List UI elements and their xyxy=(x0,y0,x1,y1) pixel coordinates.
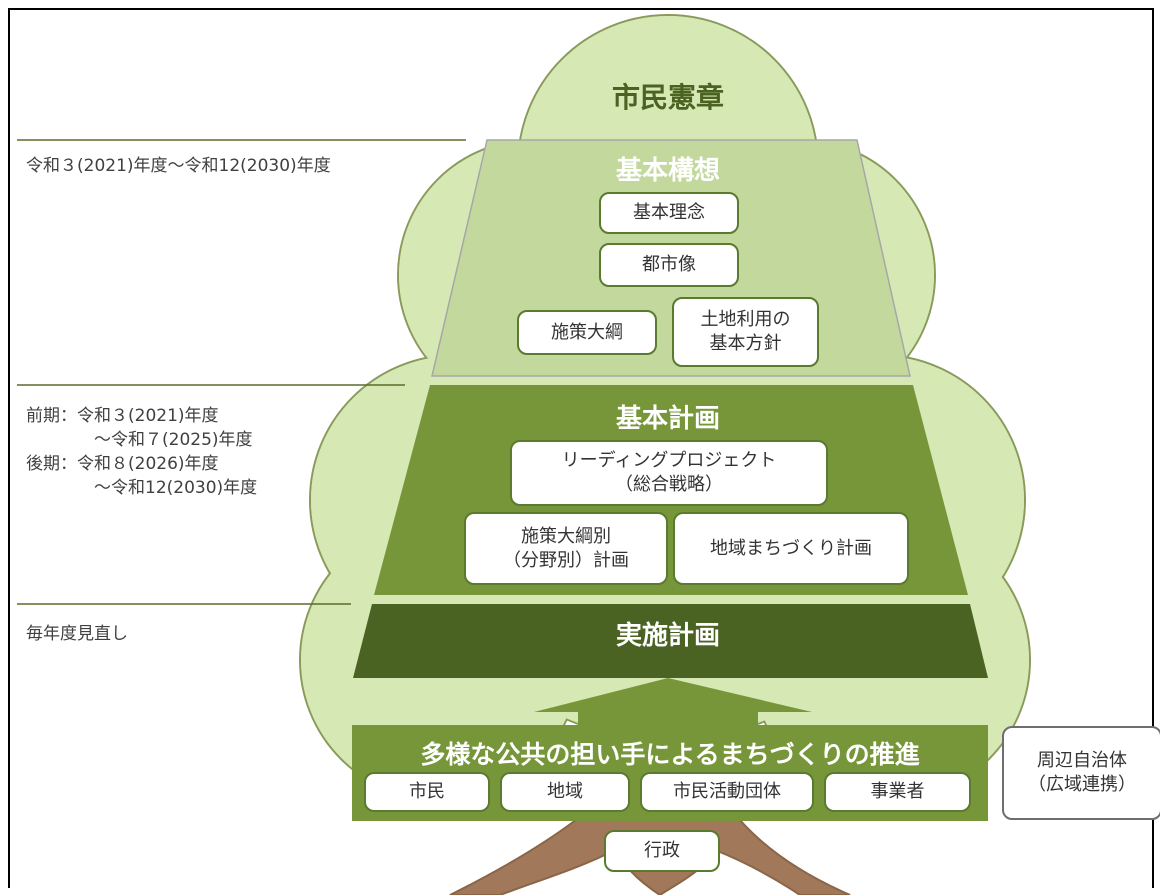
implementation-layer xyxy=(353,604,988,678)
leading-project-box: リーディングプロジェクト （総合戦略） xyxy=(510,440,828,506)
actor-businesses: 事業者 xyxy=(824,772,971,812)
basic-concept-title: 基本構想 xyxy=(615,156,720,186)
upward-arrow xyxy=(534,678,812,725)
sector-plan-box: 施策大綱別 （分野別）計画 xyxy=(464,512,668,585)
period-implementation: 毎年度見直し xyxy=(26,624,128,644)
administration-box: 行政 xyxy=(604,830,720,872)
actor-community: 地域 xyxy=(500,772,630,812)
period-basic-plan: 前期：令和３(2021)年度 ～令和７(2025)年度 後期：令和８(2026)… xyxy=(26,406,258,498)
basic-philosophy-box: 基本理念 xyxy=(599,192,739,234)
regional-plan-box: 地域まちづくり計画 xyxy=(673,512,909,585)
city-image-box: 都市像 xyxy=(599,243,739,287)
citizen-charter-title: 市民憲章 xyxy=(611,81,724,114)
actor-civic-groups: 市民活動団体 xyxy=(640,772,814,812)
land-use-policy-box: 土地利用の 基本方針 xyxy=(672,297,819,367)
actor-citizens: 市民 xyxy=(364,772,490,812)
period-basic-concept: 令和３(2021)年度～令和12(2030)年度 xyxy=(26,156,331,176)
frame xyxy=(8,8,1154,888)
policy-outline-box: 施策大綱 xyxy=(517,310,657,355)
neighbor-municipalities-box: 周辺自治体 （広域連携） xyxy=(1002,726,1160,820)
promotion-title: 多様な公共の担い手によるまちづくりの推進 xyxy=(420,740,920,769)
basic-plan-title: 基本計画 xyxy=(615,404,720,434)
implementation-title: 実施計画 xyxy=(615,621,720,651)
